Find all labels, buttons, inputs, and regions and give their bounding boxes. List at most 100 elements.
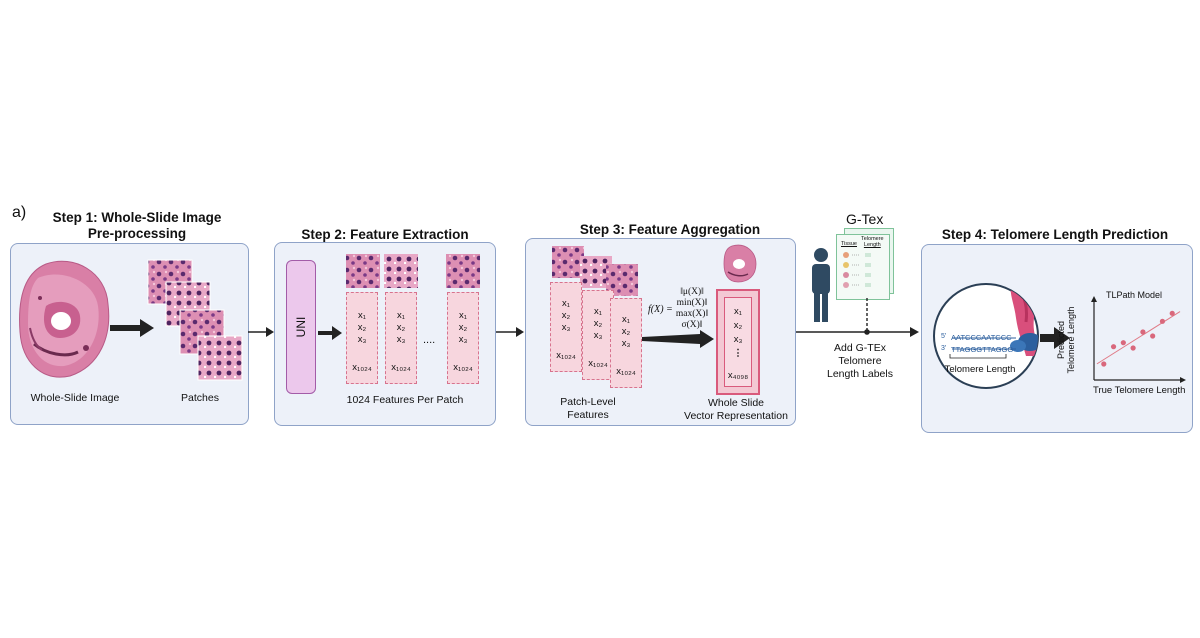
vector-entry-last: x₁₀₂₄ <box>616 366 636 377</box>
step1-title-line1: Step 1: Whole-Slide Image <box>52 210 222 225</box>
vector-entry: x₃ <box>357 334 367 345</box>
scatter-point <box>1169 310 1175 316</box>
vector-entry: x₁ <box>358 310 366 321</box>
vector-entry: x₁ <box>397 310 405 321</box>
vector-entry: x₃ <box>561 322 571 333</box>
features-per-patch-caption: 1024 Features Per Patch <box>346 394 464 406</box>
patch-thumbnails <box>346 254 480 288</box>
telomere-length-caption: Telomere Length <box>944 364 1016 375</box>
vector-dots: ⋮ <box>733 348 743 359</box>
scatter-point <box>1101 361 1107 367</box>
patch-vector-2: x₁ x₂ x₃ x₁₀₂₄ <box>582 290 614 380</box>
vector-entry: x₂ <box>458 322 468 333</box>
vector-entry: x₂ <box>396 322 406 333</box>
fit-line <box>1096 311 1181 365</box>
panel-letter: a) <box>12 204 27 221</box>
whole-slide-vector-inner <box>724 297 752 387</box>
arrow-right-icon <box>248 327 274 337</box>
chart-ylabel-line2: Telomere Length <box>1066 306 1076 374</box>
vector-entry-last: x₁₀₂₄ <box>588 358 608 369</box>
vector-entry: x₂ <box>561 310 571 321</box>
gtex-labels-caption: Add G-TEx Telomere Length Labels <box>810 342 910 381</box>
step1-title: Step 1: Whole-Slide Image Pre-processing <box>22 210 252 242</box>
arrow-right-icon <box>496 327 524 337</box>
arrow-right-icon <box>1040 327 1070 349</box>
patch-vector-3: x₁ x₂ x₃ x₁₀₂₄ <box>610 298 642 388</box>
formula-row: min(X)‖ <box>676 298 708 308</box>
formula-row: max(X)‖ <box>675 309 709 319</box>
uni-label: UNI <box>294 316 308 338</box>
three-prime-label: 3' <box>941 345 947 352</box>
vector-entry: x₃ <box>396 334 406 345</box>
organ-icons <box>843 252 871 288</box>
chart-xlabel: True Telomere Length <box>1093 385 1186 396</box>
card-col-tissue: Tissue <box>841 241 857 247</box>
step3-title: Step 3: Feature Aggregation <box>579 222 761 237</box>
scatter-point <box>1130 345 1136 351</box>
vector-entry-last: x₁₀₂₄ <box>352 362 372 373</box>
gtex-title: G-Tex <box>846 211 884 227</box>
feature-vector-1: x₁ x₂ x₃ x₁₀₂₄ <box>346 292 378 384</box>
x-axis-arrow <box>1180 377 1186 383</box>
whole-slide-image <box>19 260 110 378</box>
uni-model-box: UNI <box>286 260 316 394</box>
person-icon <box>812 248 830 322</box>
y-axis-arrow <box>1091 296 1097 302</box>
scatter-point <box>1150 333 1156 339</box>
card-col-telomere-line1: Telomere <box>861 236 884 242</box>
tissue-slide-icon <box>723 244 757 283</box>
vector-entry: x₃ <box>733 334 743 345</box>
vector-entry: x₁ <box>734 306 742 317</box>
vector-entry: x₁ <box>594 306 602 317</box>
chart-title: TLPath Model <box>1106 290 1163 300</box>
vector-entry: x₂ <box>621 326 631 337</box>
feature-vector-3: x₁ x₂ x₃ x₁₀₂₄ <box>447 292 479 384</box>
chart-ylabel: Predicted Telomere Length <box>1056 300 1076 380</box>
wsi-vector-caption: Whole Slide Vector Representation <box>676 397 796 423</box>
gtex-card-front: Tissue Telomere Length <box>836 234 890 300</box>
vector-entry: x₃ <box>621 338 631 349</box>
aggregation-formula-lhs: f(X) = <box>648 304 673 315</box>
whole-slide-vector: x₁ x₂ x₃ ⋮ x₄₀₉₈ <box>716 289 760 395</box>
scatter-point <box>1110 344 1117 350</box>
wsi-vector-caption-line1: Whole Slide <box>707 397 765 409</box>
gtex-labels-line3: Length Labels <box>827 368 893 380</box>
vector-entry: x₃ <box>458 334 468 345</box>
aggregation-formula-rows: ‖μ(X)‖ min(X)‖ max(X)‖ σ(X)‖ <box>674 287 710 331</box>
formula-row: σ(X)‖ <box>681 320 703 330</box>
vector-entry: x₂ <box>593 318 603 329</box>
vector-entry: x₁ <box>459 310 467 321</box>
arrow-right-icon <box>642 330 714 348</box>
vector-entry: x₃ <box>593 330 603 341</box>
scatter-point <box>1159 318 1166 324</box>
dna-sequence-bottom: TTAGGGTTAGGG <box>951 345 1014 354</box>
vector-entry: x₂ <box>733 320 743 331</box>
patches-label: Patches <box>181 392 219 404</box>
five-prime-label: 5' <box>941 333 947 340</box>
arrow-right-icon <box>110 319 154 337</box>
scatter-point <box>1140 329 1146 335</box>
vector-entry: x₁ <box>562 298 570 309</box>
chart-ylabel-line1: Predicted <box>1056 320 1066 360</box>
vector-entry: x₁ <box>622 314 630 325</box>
feature-vector-2: x₁ x₂ x₃ x₁₀₂₄ <box>385 292 417 384</box>
vector-entry: x₂ <box>357 322 367 333</box>
gtex-labels-line2: Telomere <box>838 355 882 367</box>
vector-entry-last: x₁₀₂₄ <box>391 362 411 373</box>
card-col-telomere-line2: Length <box>863 242 881 248</box>
patch-level-caption: Patch-Level Features <box>548 396 628 422</box>
scatter-point <box>1120 340 1126 346</box>
wsi-vector-caption-line2: Vector Representation <box>684 410 788 422</box>
wsi-label: Whole-Slide Image <box>30 392 120 404</box>
gtex-labels-line1: Add G-TEx <box>834 342 886 354</box>
vector-entry-last: x₁₀₂₄ <box>453 362 473 373</box>
patch-level-caption-line1: Patch-Level <box>560 396 616 408</box>
patch-level-caption-line2: Features <box>567 409 609 421</box>
patch-thumbnails-stacked <box>552 246 638 296</box>
patches-stack <box>147 259 243 381</box>
telomere-chromosome-icon <box>933 283 1039 389</box>
vector-entry-last: x₁₀₂₄ <box>556 350 576 361</box>
scatter-chart <box>1091 296 1186 383</box>
step2-title: Step 2: Feature Extraction <box>301 227 469 242</box>
step1-title-line2: Pre-processing <box>87 226 187 241</box>
